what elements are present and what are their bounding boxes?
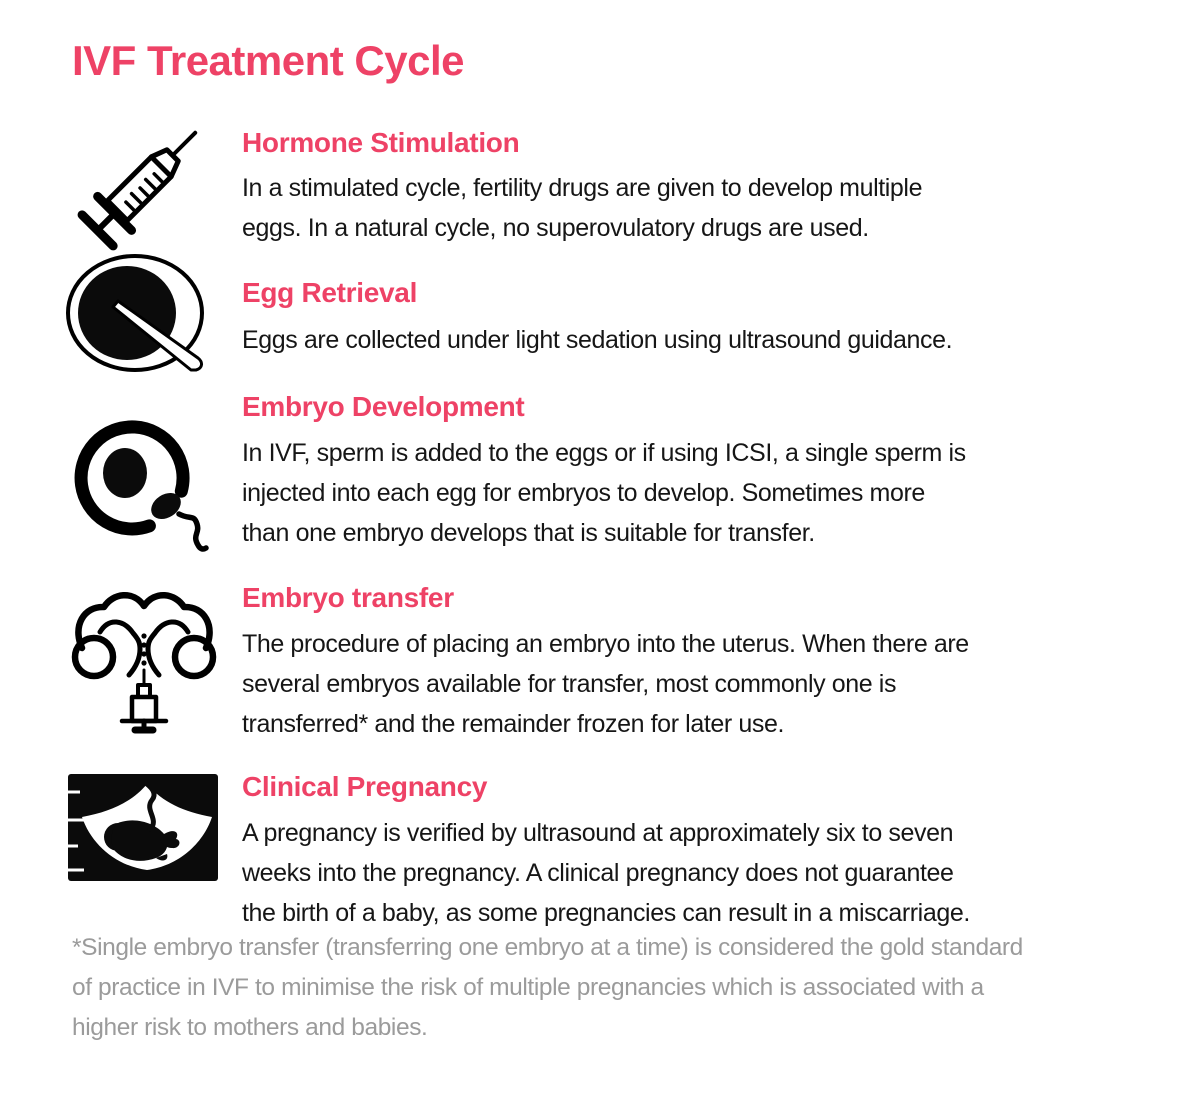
egg-and-sperm-icon	[68, 416, 220, 552]
syringe-icon	[72, 112, 218, 252]
section-body: A pregnancy is verified by ultrasound at…	[242, 819, 970, 927]
section-body: In a stimulated cycle, fertility drugs a…	[242, 174, 923, 242]
page-title: IVF Treatment Cycle	[72, 37, 464, 84]
section-heading: Clinical Pregnancy	[242, 771, 488, 802]
section-body: The procedure of placing an embryo into …	[242, 630, 969, 738]
section-body: Eggs are collected under light sedation …	[242, 326, 953, 354]
section-body: In IVF, sperm is added to the eggs or if…	[242, 439, 966, 547]
uterus-catheter-syringe-icon	[66, 586, 222, 734]
footnote: *Single embryo transfer (transferring on…	[72, 934, 1023, 1041]
section-heading: Hormone Stimulation	[242, 127, 520, 158]
section-heading: Egg Retrieval	[242, 277, 418, 308]
egg-retrieval-dish-needle-icon	[64, 252, 206, 378]
section-heading: Embryo Development	[242, 391, 525, 422]
section-heading: Embryo transfer	[242, 582, 454, 613]
ultrasound-fetus-icon	[68, 774, 218, 881]
